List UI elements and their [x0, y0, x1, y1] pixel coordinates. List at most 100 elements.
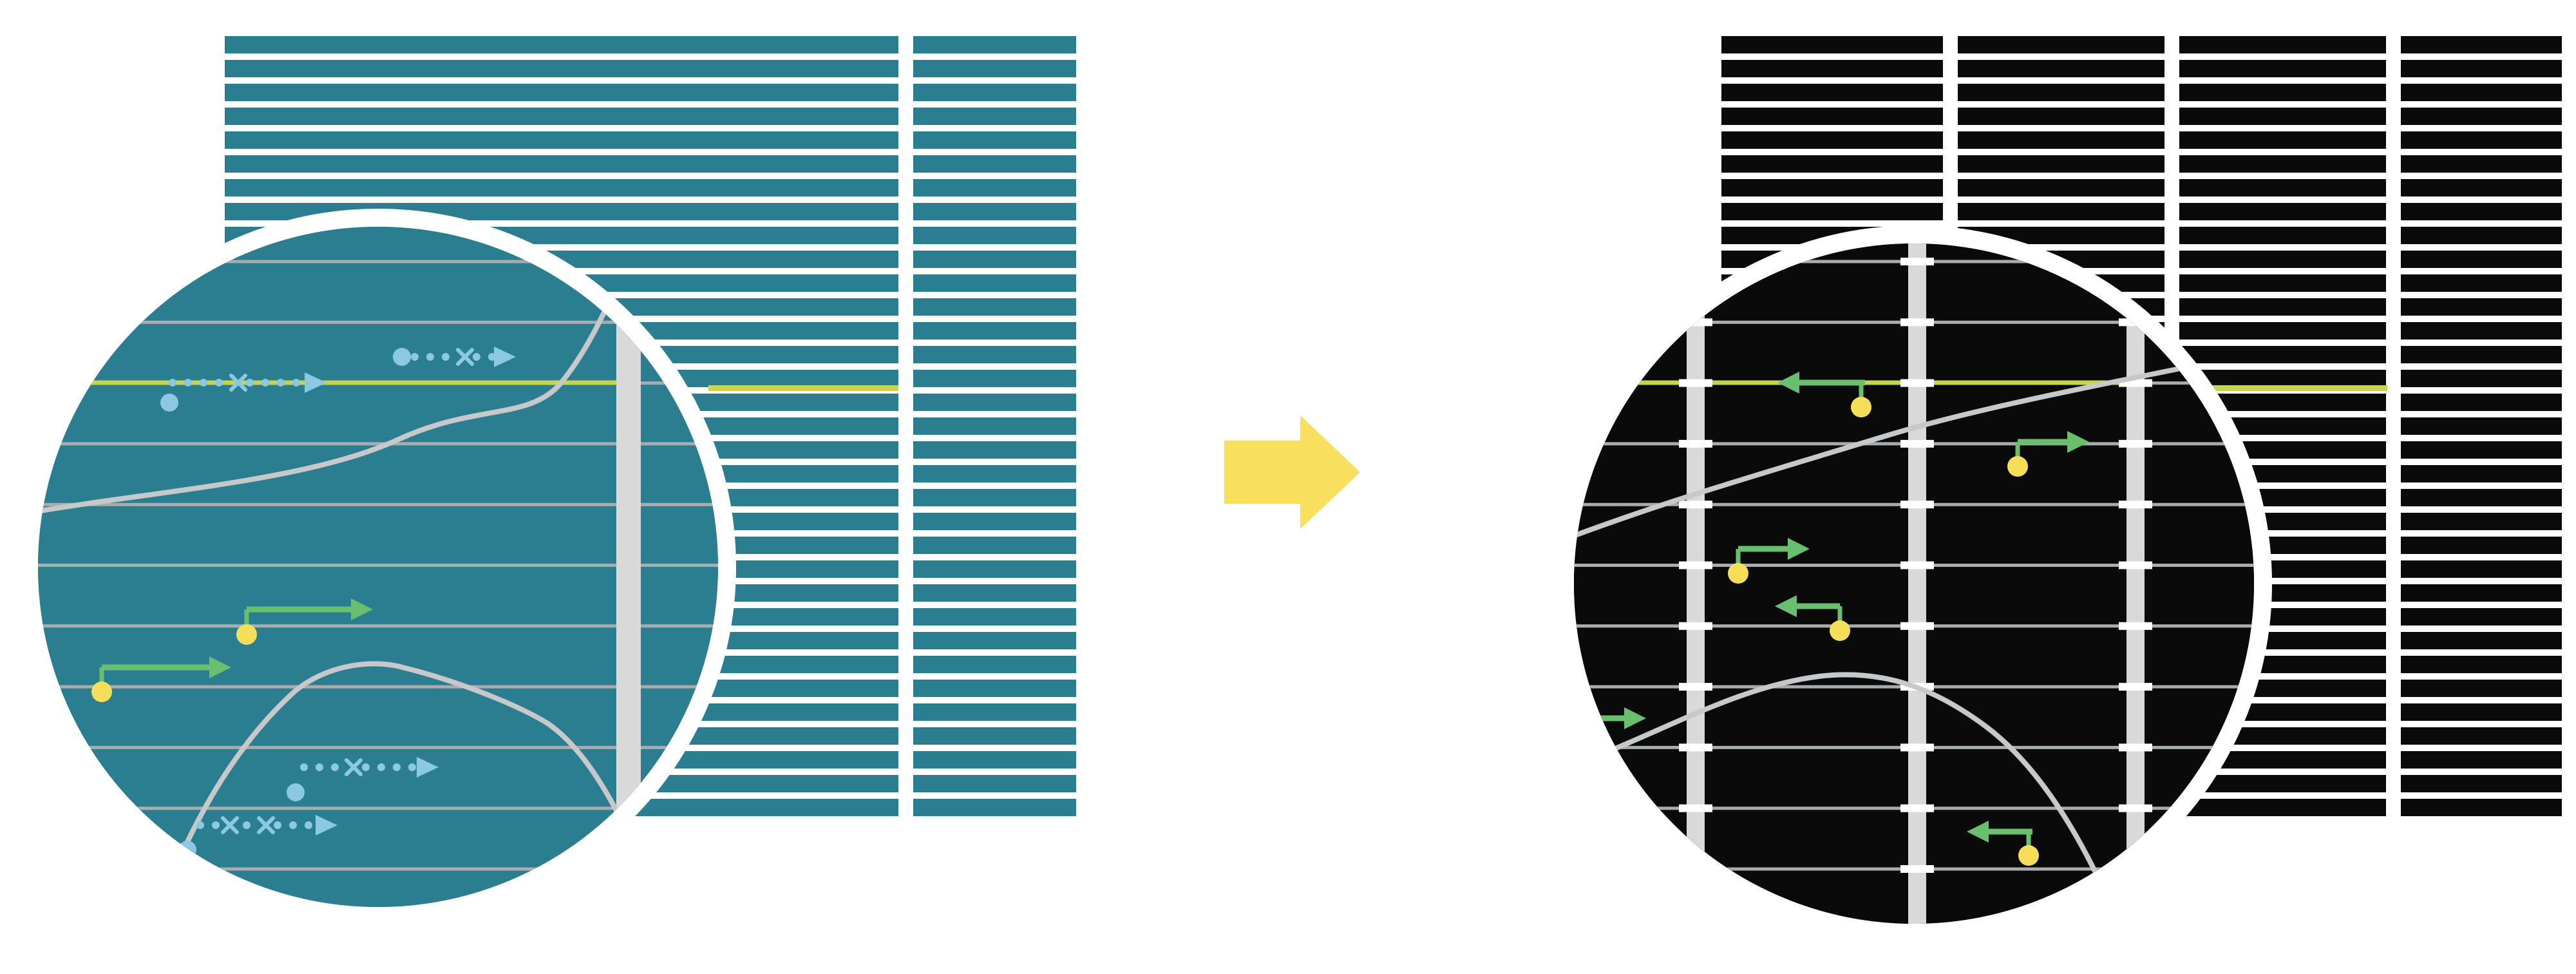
- busbar-tick: [1900, 743, 1934, 752]
- carrier-dot: [91, 682, 112, 702]
- left-magnifier-circle: [20, 209, 736, 925]
- busbar-tick: [1679, 622, 1712, 630]
- grain-boundary-line: [1574, 350, 2254, 539]
- electron-arrowhead-icon: [494, 347, 516, 367]
- electron-path-dot: [377, 763, 385, 771]
- busbar-tick: [1679, 743, 1712, 752]
- busbar-tick: [1900, 622, 1934, 630]
- busbar-tick: [1900, 501, 1934, 509]
- recombination-x-icon: [456, 348, 474, 366]
- electron-path-dot: [289, 821, 297, 829]
- busbar-tick: [1679, 258, 1712, 265]
- electron-path-dot: [292, 379, 300, 387]
- carrier-dot: [236, 624, 257, 645]
- busbar-tick: [2119, 622, 2152, 630]
- electron-path-dot: [169, 379, 176, 387]
- electron-path-dot: [331, 763, 339, 771]
- recombination-x-icon: [229, 374, 247, 392]
- busbar-tick: [1900, 379, 1934, 387]
- busbar-tick: [2119, 743, 2152, 752]
- transition-arrow-icon: [1224, 415, 1360, 529]
- busbar-tick: [1679, 318, 1712, 327]
- grain-boundary-line: [38, 244, 636, 514]
- carrier-arrowhead-icon: [2067, 431, 2089, 453]
- cell-segment-column: [913, 36, 1076, 822]
- left-highlight-finger-segment: [708, 385, 898, 391]
- electron-path-dot: [277, 379, 285, 387]
- electron-path-dot: [261, 379, 269, 387]
- carrier-arrowhead-icon: [1624, 707, 1646, 729]
- busbar-tick: [2119, 318, 2152, 327]
- electron-path-dot: [316, 763, 323, 771]
- cell-segment-column: [2401, 36, 2562, 822]
- electron-arrowhead-icon: [305, 372, 327, 393]
- electron-path-dot: [408, 763, 416, 771]
- carrier-dot: [1574, 732, 1584, 752]
- busbar-tick: [1900, 804, 1934, 812]
- recombination-x-icon: [257, 816, 275, 834]
- busbar-stripe: [1908, 244, 1926, 924]
- busbar-tick: [1900, 561, 1934, 569]
- carrier-arrowhead-icon: [1775, 595, 1797, 617]
- busbar-tick: [1679, 439, 1712, 448]
- electron-path-dot: [215, 379, 223, 387]
- busbar-tick: [1900, 258, 1934, 265]
- carrier-dot: [1851, 397, 1871, 417]
- busbar-tick: [1900, 439, 1934, 448]
- electron-path-dot: [274, 821, 281, 829]
- carrier-dot: [1830, 620, 1850, 641]
- busbar-tick: [2119, 683, 2152, 691]
- right-highlight-finger-segment: [2209, 385, 2387, 391]
- electron-path-dot: [305, 821, 312, 829]
- electron-path-dot: [411, 353, 419, 361]
- busbar-tick: [2119, 561, 2152, 569]
- carrier-arrowhead-icon: [209, 656, 231, 678]
- electron-path-dot: [442, 353, 450, 361]
- grain-boundary-line: [156, 661, 649, 907]
- electron-path-dot: [246, 379, 254, 387]
- busbar-stripe: [1687, 244, 1705, 924]
- carrier-arrowhead-icon: [1788, 538, 1810, 560]
- grain-boundary-line: [1574, 672, 2121, 924]
- electron-dot: [287, 783, 305, 801]
- carrier-arrowhead-icon: [1777, 372, 1799, 394]
- busbar-tick: [2119, 439, 2152, 448]
- electron-path-dot: [393, 763, 401, 771]
- electron-path-dot: [243, 821, 251, 829]
- electron-path-dot: [362, 763, 370, 771]
- right-magnifier-content: [1574, 244, 2254, 924]
- busbar-tick: [2119, 865, 2152, 873]
- carrier-dot: [2007, 456, 2028, 477]
- busbar-tick: [1679, 865, 1712, 873]
- busbar-tick: [1679, 501, 1712, 509]
- busbar-tick: [1900, 865, 1934, 873]
- right-magnifier-circle: [1556, 225, 2272, 942]
- electron-path-dot: [300, 763, 308, 771]
- busbar-tick: [1679, 683, 1712, 691]
- electron-dot: [160, 394, 178, 412]
- electron-path-dot: [212, 821, 220, 829]
- electron-dot: [178, 841, 196, 859]
- electron-dot: [393, 348, 411, 366]
- carrier-dot: [2018, 845, 2039, 866]
- carrier-arrowhead-icon: [1967, 821, 1989, 843]
- electron-arrowhead-icon: [417, 757, 439, 778]
- busbar-tick: [1679, 561, 1712, 569]
- carrier-dot: [1728, 563, 1748, 584]
- busbar-tick: [1679, 804, 1712, 812]
- busbar-tick: [2119, 804, 2152, 812]
- busbar-stripe: [616, 227, 641, 907]
- electron-path-dot: [184, 379, 192, 387]
- electron-path-dot: [426, 353, 434, 361]
- electron-path-dot: [196, 821, 204, 829]
- busbar-tick: [1679, 379, 1712, 387]
- recombination-x-icon: [345, 758, 363, 776]
- electron-path-dot: [200, 379, 207, 387]
- busbar-stripe: [2126, 244, 2145, 924]
- electron-path-dot: [473, 353, 480, 361]
- busbar-tick: [2119, 501, 2152, 509]
- left-magnifier-content: [38, 227, 718, 907]
- busbar-tick: [1900, 318, 1934, 327]
- electron-arrowhead-icon: [316, 815, 337, 836]
